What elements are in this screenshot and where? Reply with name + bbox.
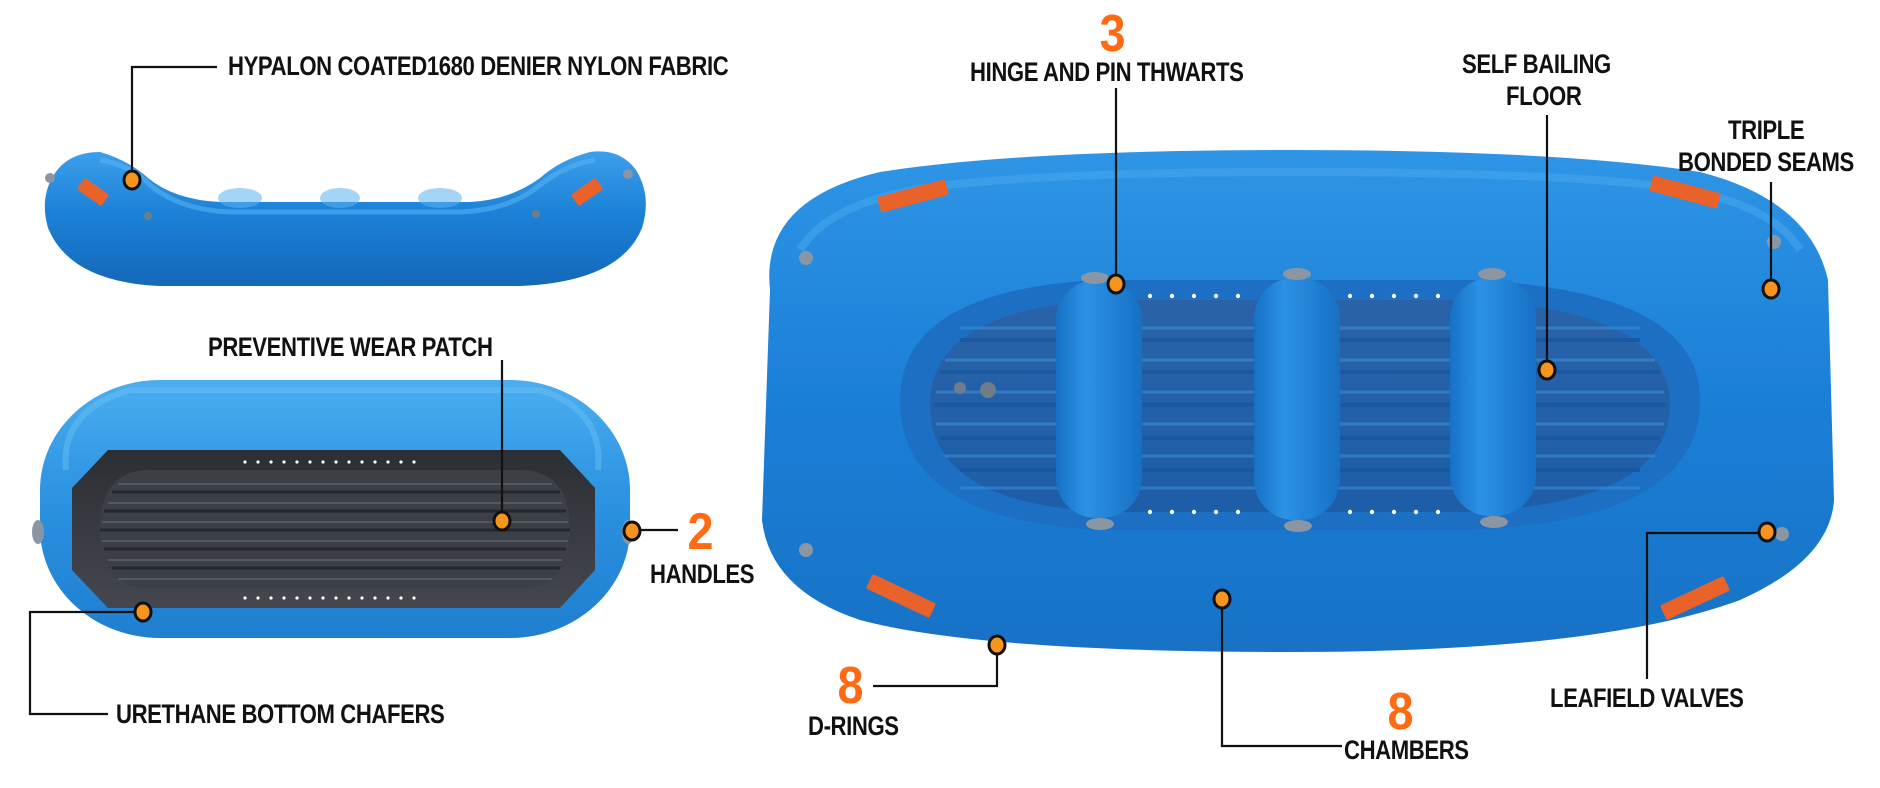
callout-lines	[28, 65, 1773, 748]
callout-handles-count: 2	[687, 503, 714, 561]
callout-thwarts-label: HINGE AND PIN THWARTS	[970, 57, 1244, 87]
bottom-view-raft	[32, 380, 634, 638]
callout-wear-patch-label: PREVENTIVE WEAR PATCH	[208, 332, 493, 362]
callout-floor-label-line1: SELF BAILING	[1462, 49, 1611, 79]
side-view-raft	[44, 151, 646, 286]
callout-handles-label: HANDLES	[650, 559, 755, 589]
callout-chambers-count: 8	[1387, 683, 1414, 741]
callout-thwarts-count: 3	[1099, 5, 1126, 63]
callout-chafers-label: URETHANE BOTTOM CHAFERS	[116, 699, 445, 729]
callout-d-rings-label: D-RINGS	[808, 711, 899, 741]
callout-chambers-label: CHAMBERS	[1344, 735, 1469, 765]
callout-floor-label-line2: FLOOR	[1506, 81, 1582, 111]
callout-d-rings-count: 8	[837, 657, 864, 715]
top-view-raft	[762, 150, 1834, 652]
callout-seams-label-line1: TRIPLE	[1728, 115, 1805, 145]
callout-seams-label-line2: BONDED SEAMS	[1678, 147, 1854, 177]
callout-dots	[122, 169, 1781, 656]
callout-valves-label: LEAFIELD VALVES	[1550, 683, 1744, 713]
callout-fabric-label: HYPALON COATED1680 DENIER NYLON FABRIC	[228, 51, 729, 81]
